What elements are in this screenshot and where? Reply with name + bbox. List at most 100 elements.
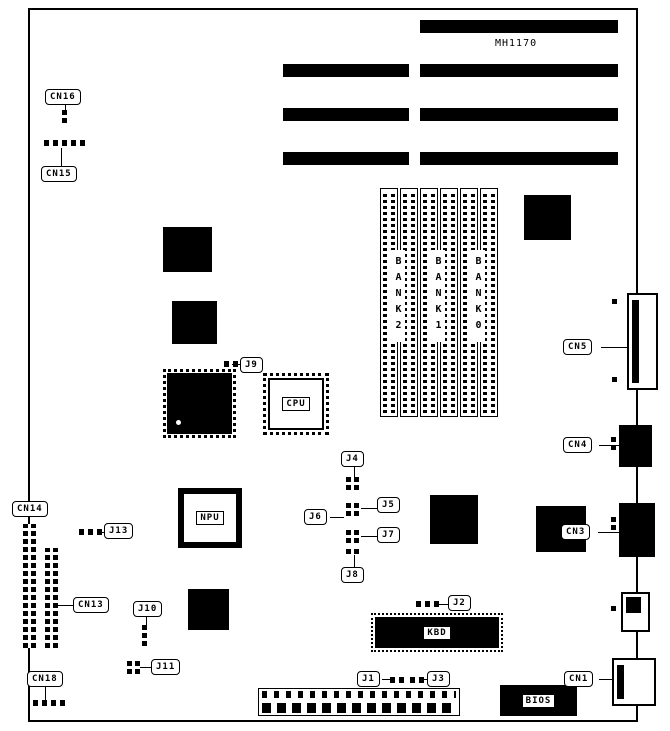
label-cn5: CN5: [563, 339, 593, 355]
isa-slot: [283, 64, 409, 77]
leader-cn18: [45, 687, 46, 700]
cn14-pin-strip: [23, 524, 36, 648]
npu-label: NPU: [196, 511, 224, 525]
bank1-label: BANK1: [431, 250, 445, 342]
leader-j8: [354, 555, 355, 567]
solder-pad: [612, 377, 617, 382]
label-cn14: CN14: [12, 501, 48, 517]
ic-chip: [430, 495, 478, 544]
j1-pin-header: [390, 677, 404, 683]
j13-pin-header: [79, 529, 102, 535]
leader-cn4: [599, 445, 619, 446]
bottom-pin-strip-teeth: [262, 703, 456, 713]
cn1-port-opening: [617, 665, 624, 699]
board-outline: [28, 8, 638, 722]
label-cn4: CN4: [563, 437, 593, 453]
bottom-pin-strip: [258, 688, 460, 716]
label-j5: J5: [377, 497, 400, 513]
label-cn15: CN15: [41, 166, 77, 182]
label-j9: J9: [240, 357, 263, 373]
kbd-label: KBD: [423, 625, 451, 640]
label-j7: J7: [377, 527, 400, 543]
solder-pad: [611, 606, 616, 611]
label-j2: J2: [448, 595, 471, 611]
leader-j5: [361, 508, 377, 509]
label-cn18: CN18: [27, 671, 63, 687]
isa-slot: [420, 64, 618, 77]
cn13-pin-strip: [45, 548, 58, 648]
cpu-socket: CPU: [263, 373, 329, 435]
label-cn13: CN13: [73, 597, 109, 613]
j8-jumper: [346, 549, 359, 554]
j2-pin-header: [416, 601, 439, 607]
j9-pin-header: [224, 361, 238, 367]
solder-pad: [612, 299, 617, 304]
bios-chip: BIOS: [500, 685, 577, 716]
isa-slot: [283, 108, 409, 121]
leader-j1: [382, 679, 390, 680]
leader-j6: [330, 517, 344, 518]
leader-cn5: [601, 347, 627, 348]
ic-chip: [524, 195, 571, 240]
label-j10: J10: [133, 601, 163, 617]
npu-socket: NPU: [178, 488, 242, 548]
j7-jumper: [346, 530, 359, 543]
label-cn16: CN16: [45, 89, 81, 105]
label-j4: J4: [341, 451, 364, 467]
leader-j9: [232, 364, 242, 365]
cpu-label: CPU: [282, 397, 310, 411]
cn4-pins: [611, 437, 616, 450]
leader-cn14: [29, 517, 30, 524]
cn3-port: [619, 503, 655, 557]
label-cn3: CN3: [561, 524, 591, 540]
leader-j4: [354, 466, 355, 477]
board-model: MH1170: [495, 38, 538, 49]
leader-j2: [438, 604, 448, 605]
cn4-port: [619, 425, 652, 467]
leader-j3: [423, 679, 428, 680]
isa-slot: [420, 20, 618, 33]
label-j8: J8: [341, 567, 364, 583]
j5-j6-jumper: [346, 503, 359, 516]
isa-slot: [283, 152, 409, 165]
j3-pin-header: [410, 677, 424, 683]
label-j11: J11: [151, 659, 181, 675]
label-cn1: CN1: [564, 671, 594, 687]
j4-jumper: [346, 477, 359, 490]
leader-j13: [100, 532, 106, 533]
cn3-pins: [611, 517, 616, 530]
ic-chip: [163, 227, 212, 272]
leader-cn15: [61, 148, 62, 166]
cn5-port: [627, 293, 658, 390]
j11-jumper: [127, 661, 140, 674]
leader-cn3: [598, 532, 619, 533]
j10-pin-header: [142, 625, 147, 646]
cn18-pin-header: [33, 700, 65, 706]
label-j6: J6: [304, 509, 327, 525]
label-j1: J1: [357, 671, 380, 687]
ic-chip: [172, 301, 217, 344]
bottom-pin-strip-pins: [262, 691, 456, 698]
leader-j11: [140, 667, 151, 668]
kbd-controller-chip: KBD: [371, 613, 503, 652]
cn16-pin-header: [62, 110, 67, 123]
leader-j10: [146, 616, 147, 625]
leader-cn13: [58, 605, 73, 606]
leader-cn16: [65, 105, 66, 110]
qfp-chip: [163, 369, 236, 438]
bank0-label: BANK0: [471, 250, 485, 342]
bios-label: BIOS: [521, 693, 556, 708]
cn15-pin-header: [44, 140, 85, 146]
ic-chip: [188, 589, 229, 630]
isa-slot: [420, 108, 618, 121]
label-j13: J13: [104, 523, 134, 539]
label-j3: J3: [427, 671, 450, 687]
isa-slot: [420, 152, 618, 165]
small-port: [621, 592, 650, 632]
leader-j7: [361, 536, 377, 537]
leader-cn1: [599, 679, 612, 680]
small-port-body: [626, 597, 641, 613]
cn1-port: [612, 658, 656, 706]
